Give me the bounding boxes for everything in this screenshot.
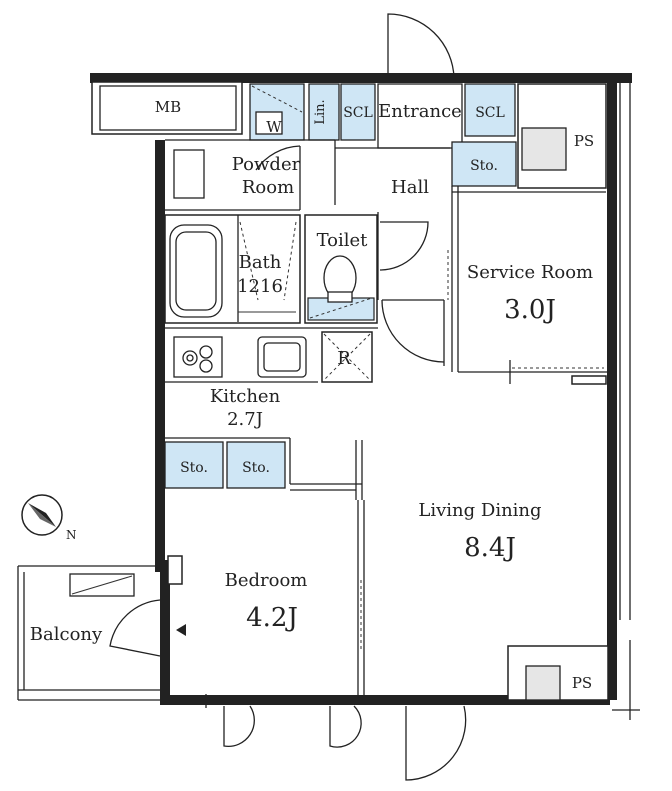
hall-label: Hall	[391, 177, 429, 198]
service-room-label: Service Room	[467, 262, 593, 283]
entrance-door	[387, 13, 455, 79]
toilet: Toilet	[304, 214, 429, 324]
powder-room: Powder Room	[165, 139, 336, 211]
bedroom-label: Bedroom	[225, 570, 308, 591]
bottom-door-3	[405, 705, 467, 781]
scl-left-label: SCL	[343, 105, 373, 121]
toilet-label: Toilet	[317, 230, 369, 251]
compass: N	[21, 494, 77, 542]
toilet-door	[379, 221, 429, 271]
mb-label: MB	[155, 98, 181, 116]
linen-label: Lin.	[313, 99, 328, 124]
living-dining: Living Dining 8.4J	[357, 500, 542, 700]
ps-top: PS	[517, 83, 607, 189]
washer-label: W	[266, 118, 282, 136]
living-dining-label: Living Dining	[418, 500, 541, 521]
kitchen-size: 2.7J	[227, 409, 263, 430]
powder-room-door	[255, 145, 301, 171]
hall: Hall	[335, 147, 450, 300]
ps-top-label: PS	[574, 132, 594, 150]
powder-room-label-1: Powder	[232, 154, 301, 175]
bottom-door-1	[223, 705, 255, 748]
scl-left: SCL	[340, 83, 376, 141]
washer-area: W	[249, 83, 305, 141]
bedroom: Bedroom 4.2J	[167, 555, 308, 636]
bath-label-2: 1216	[237, 276, 283, 297]
service-room-door	[381, 299, 445, 363]
service-room-size: 3.0J	[504, 295, 556, 325]
scl-right: SCL	[464, 83, 516, 137]
bath: Bath 1216	[164, 214, 301, 324]
linen-closet: Lin.	[308, 83, 340, 141]
entry-arrow-icon	[176, 624, 186, 636]
living-dining-size: 8.4J	[464, 533, 516, 563]
kitchen-label: Kitchen	[210, 386, 281, 407]
sto-bed-2-label: Sto.	[242, 460, 270, 476]
bottom-door-2	[329, 705, 362, 748]
entrance: Entrance	[377, 13, 463, 149]
bottom-openings	[205, 640, 640, 781]
balcony: Balcony	[17, 565, 161, 701]
bedroom-storage: Sto. Sto.	[164, 437, 363, 500]
mb-box: MB	[91, 81, 243, 135]
service-room: Sto. Service Room 3.0J	[381, 141, 608, 385]
kitchen: R Kitchen 2.7J	[165, 327, 378, 430]
entrance-label: Entrance	[378, 101, 462, 122]
sto-service-label: Sto.	[470, 158, 498, 174]
vanity	[173, 149, 205, 199]
bath-label-1: Bath	[239, 252, 282, 273]
bedroom-size: 4.2J	[246, 603, 298, 633]
compass-n-label: N	[66, 528, 77, 542]
scl-right-label: SCL	[475, 105, 505, 121]
balcony-door	[109, 599, 161, 657]
sto-bed-1-label: Sto.	[180, 460, 208, 476]
ps-bottom: PS	[507, 645, 609, 701]
balcony-label: Balcony	[30, 624, 103, 645]
stove	[173, 336, 223, 378]
powder-room-label-2: Room	[242, 177, 294, 198]
refrigerator-label: R	[337, 348, 351, 369]
ps-bottom-label: PS	[572, 674, 592, 692]
